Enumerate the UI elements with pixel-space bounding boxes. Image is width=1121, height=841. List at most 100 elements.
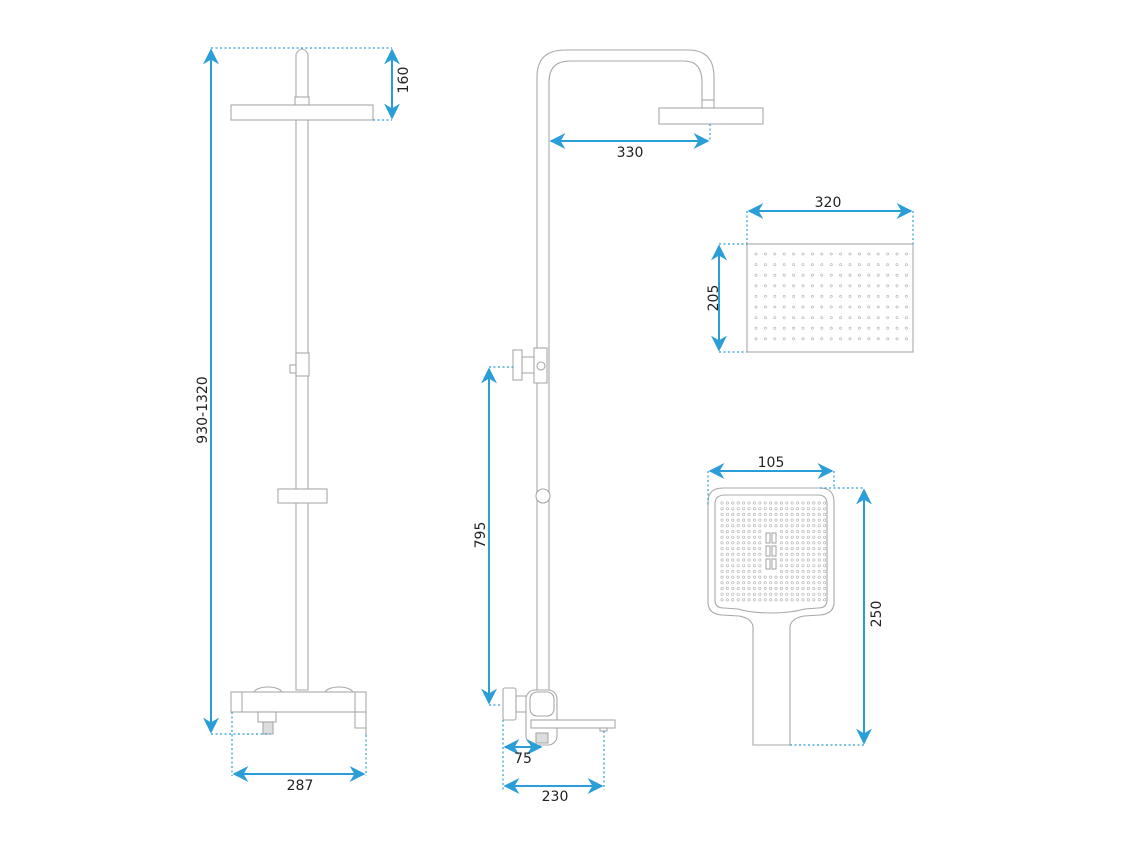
- nozzle-dot: [779, 586, 783, 590]
- nozzle-dot: [747, 569, 751, 573]
- nozzle-dot: [731, 598, 735, 602]
- nozzle-dot: [796, 564, 800, 568]
- nozzle-dot: [752, 535, 756, 539]
- nozzle-dot: [820, 284, 824, 288]
- nozzle-dot: [742, 512, 746, 516]
- mode-button: [765, 545, 771, 557]
- nozzle-dot: [886, 284, 890, 288]
- nozzle-dot: [747, 535, 751, 539]
- nozzle-dot: [823, 501, 827, 505]
- nozzle-dot: [742, 558, 746, 562]
- nozzle-dot: [823, 518, 827, 522]
- nozzle-dot: [720, 524, 724, 528]
- nozzle-dot: [752, 552, 756, 556]
- nozzle-dot: [820, 263, 824, 267]
- nozzle-dot: [736, 581, 740, 585]
- nozzle-dot: [792, 263, 796, 267]
- spout-aerator: [599, 727, 608, 732]
- nozzle-dot: [812, 501, 816, 505]
- dimension-label-head-drop: 160: [396, 67, 412, 94]
- nozzle-dot: [801, 524, 805, 528]
- nozzle-dot: [764, 294, 767, 298]
- nozzle-dot: [785, 586, 789, 590]
- nozzle-dot: [820, 294, 824, 298]
- nozzle-dot: [848, 273, 852, 277]
- nozzle-dot: [790, 592, 794, 596]
- nozzle-dot: [774, 501, 778, 505]
- nozzle-dot: [758, 598, 762, 602]
- nozzle-dot: [848, 252, 852, 256]
- nozzle-dot: [774, 524, 778, 528]
- nozzle-dot: [801, 507, 805, 511]
- nozzle-dot: [752, 598, 756, 602]
- nozzle-dot: [731, 581, 735, 585]
- nozzle-dot: [790, 529, 794, 533]
- nozzle-dot: [731, 529, 735, 533]
- nozzle-dot: [876, 294, 880, 298]
- overhead-shower-front: [230, 104, 374, 121]
- nozzle-dot: [742, 581, 746, 585]
- nozzle-dot: [876, 252, 880, 256]
- nozzle-dot: [769, 512, 773, 516]
- nozzle-dot: [905, 294, 908, 298]
- nozzle-dot: [763, 575, 767, 579]
- nozzle-dot: [829, 305, 833, 309]
- nozzle-dot: [801, 552, 805, 556]
- nozzle-dot: [796, 512, 800, 516]
- nozzle-dot: [785, 552, 789, 556]
- nozzle-dot: [752, 558, 756, 562]
- nozzle-dot: [823, 524, 827, 528]
- nozzle-dot: [754, 326, 758, 330]
- nozzle-dot: [773, 252, 777, 256]
- nozzle-dot: [867, 252, 871, 256]
- nozzle-dot: [839, 326, 843, 330]
- nozzle-dot: [725, 552, 729, 556]
- nozzle-dot: [801, 263, 805, 267]
- nozzle-dot: [773, 263, 777, 267]
- nozzle-dot: [817, 512, 821, 516]
- nozzle-dot: [758, 558, 762, 562]
- nozzle-dot: [801, 326, 805, 330]
- nozzle-dot: [858, 316, 861, 320]
- nozzle-dot: [792, 273, 796, 277]
- nozzle-dot: [817, 564, 821, 568]
- nozzle-dot: [829, 337, 833, 341]
- nozzle-dot: [752, 507, 756, 511]
- nozzle-dot: [817, 586, 821, 590]
- nozzle-dot: [731, 575, 735, 579]
- nozzle-dot: [801, 586, 805, 590]
- nozzle-dot: [763, 586, 767, 590]
- nozzle-dot: [747, 529, 751, 533]
- nozzle-dot: [742, 518, 746, 522]
- nozzle-dot: [747, 547, 751, 551]
- nozzle-dot: [812, 581, 816, 585]
- nozzle-dot: [801, 569, 805, 573]
- nozzle-dot: [764, 337, 767, 341]
- nozzle-dot: [752, 529, 756, 533]
- nozzle-dot: [769, 581, 773, 585]
- nozzle-dot: [754, 337, 758, 341]
- nozzle-dot: [752, 501, 756, 505]
- nozzle-dot: [742, 569, 746, 573]
- nozzle-dot: [790, 541, 794, 545]
- nozzle-dot: [829, 294, 833, 298]
- nozzle-dot: [769, 524, 773, 528]
- nozzle-dot: [812, 507, 816, 511]
- nozzle-dot: [782, 273, 786, 277]
- nozzle-dot: [806, 586, 810, 590]
- nozzle-dot: [747, 507, 751, 511]
- nozzle-dot: [782, 294, 786, 298]
- hand-nozzle-grid: [720, 501, 827, 602]
- nozzle-dot: [806, 592, 810, 596]
- nozzle-dot: [812, 558, 816, 562]
- nozzle-dot: [758, 581, 762, 585]
- nozzle-dot: [867, 273, 871, 277]
- nozzle-dot: [876, 273, 880, 277]
- nozzle-dot: [820, 326, 824, 330]
- nozzle-dot: [720, 529, 724, 533]
- nozzle-dot: [731, 547, 735, 551]
- dimension-label-head-depth: 205: [706, 285, 722, 312]
- nozzle-dot: [895, 284, 899, 288]
- nozzle-dot: [848, 305, 852, 309]
- nozzle-dot: [867, 263, 871, 267]
